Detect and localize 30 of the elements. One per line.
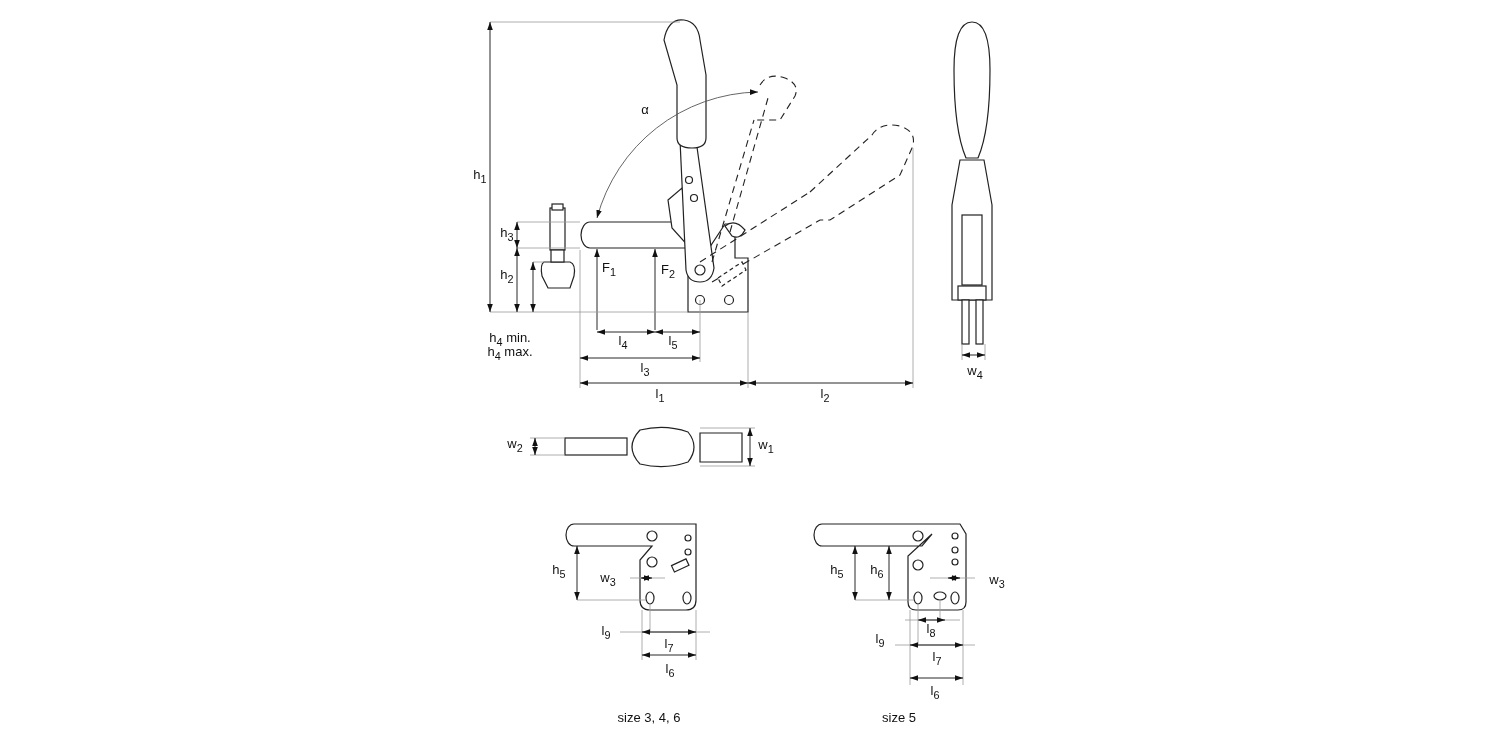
force-label: F$_{1}$ [602, 261, 616, 279]
dimension-label: l$_{6}$ [665, 662, 675, 680]
dimension-label: w$_{3}$ [989, 573, 1005, 591]
dimension-label: w$_{2}$ [507, 437, 523, 455]
dimension-label: w$_{4}$ [967, 364, 983, 382]
dimension-label: l$_{5}$ [668, 334, 678, 352]
dimension-label: l$_{3}$ [640, 361, 650, 379]
dimension-label: l$_{9}$ [875, 632, 885, 650]
dimension-label: l$_{7}$ [664, 637, 674, 655]
dimension-label: h$_{4}$ min. [489, 331, 531, 348]
dimension-label: h$_{4}$ max. [487, 345, 533, 363]
size-note: size 3, 4, 6 [617, 710, 681, 726]
dimension-label: h$_{3}$ [500, 226, 514, 244]
dimension-label: l$_{8}$ [926, 622, 936, 640]
dimension-label: l$_{2}$ [820, 387, 830, 405]
size-note: size 5 [882, 710, 916, 726]
dimension-label: h$_{6}$ [870, 563, 884, 581]
force-label: F$_{2}$ [661, 263, 675, 281]
dimension-label: l$_{1}$ [655, 387, 665, 405]
dimension-label: h$_{5}$ [552, 563, 566, 581]
dimension-label: w$_{3}$ [600, 571, 616, 589]
dimension-label: l$_{7}$ [932, 650, 942, 668]
dimension-label: l$_{4}$ [618, 334, 628, 352]
angle-label: α [641, 102, 649, 118]
dimension-label: h$_{5}$ [830, 563, 844, 581]
dimension-label: l$_{9}$ [601, 624, 611, 642]
dimension-label: h$_{1}$ [473, 168, 487, 186]
dimension-label: l$_{6}$ [930, 684, 940, 702]
dimension-label: h$_{2}$ [500, 268, 514, 286]
dimension-label: w$_{1}$ [758, 438, 774, 456]
